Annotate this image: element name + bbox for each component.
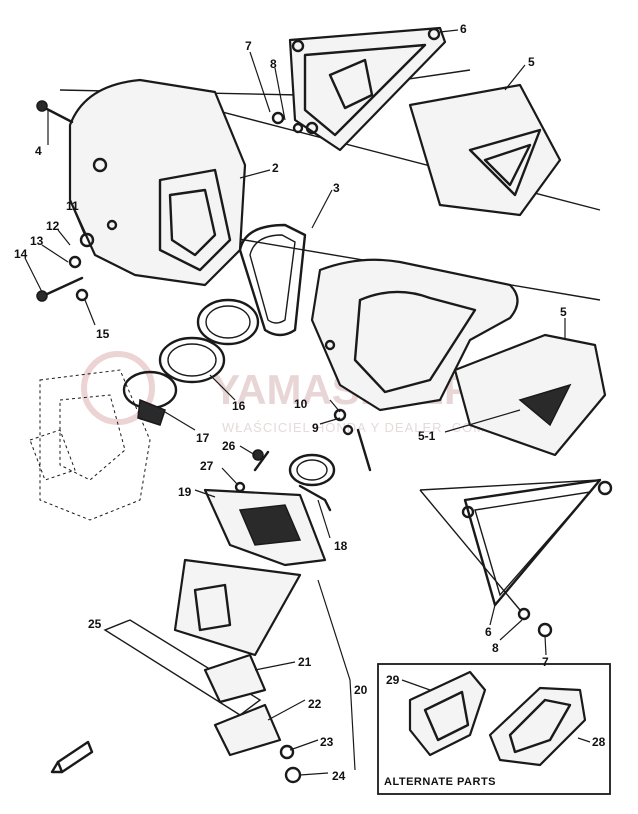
alternate-parts-frame [377, 663, 611, 795]
callout-16: 16 [232, 399, 246, 413]
callout-3: 3 [333, 181, 340, 195]
callout-20: 20 [354, 683, 368, 697]
reed-stopper-parts [203, 653, 282, 757]
callout-4: 4 [35, 144, 42, 158]
callout-2: 2 [272, 161, 279, 175]
front-arrow-icon [50, 740, 94, 774]
alternate-parts-title: ALTERNATE PARTS [384, 776, 496, 788]
clamp-part [288, 453, 336, 512]
joint-rings-parts [122, 298, 260, 426]
callout-25: 25 [88, 617, 102, 631]
callout-24: 24 [332, 769, 346, 783]
callout-15: 15 [96, 327, 110, 341]
filter-cover-top-part [288, 26, 447, 152]
callout-8-lower: 8 [492, 641, 499, 655]
watermark-subtitle: WŁAŚCICIEL HONDA Y DEALER .COM [222, 420, 485, 435]
filter-element-lower-part [453, 333, 607, 457]
reed-valve-part [203, 488, 327, 567]
reed-block-part [103, 558, 302, 716]
callout-23: 23 [320, 735, 334, 749]
callout-14: 14 [14, 247, 28, 261]
callout-17: 17 [196, 431, 210, 445]
leader-lines [24, 29, 591, 776]
filter-element-top-part [408, 83, 562, 217]
callout-22: 22 [308, 697, 322, 711]
callout-27: 27 [200, 459, 214, 473]
carburetor-sketch [29, 369, 151, 521]
callout-11: 11 [66, 199, 79, 213]
callout-9: 9 [312, 421, 319, 435]
callout-7-lower: 7 [542, 655, 549, 669]
watermark-logo-circle [81, 351, 155, 425]
callout-29: 29 [386, 673, 400, 687]
callout-26: 26 [222, 439, 236, 453]
callout-labels: 2 3 4 5 5 5-1 6 6 7 7 8 8 9 10 11 12 13 … [14, 22, 606, 783]
callout-6-top: 6 [460, 22, 467, 36]
callout-5-1: 5-1 [418, 429, 436, 443]
callout-5-lower: 5 [560, 305, 567, 319]
callout-12: 12 [46, 219, 60, 233]
callout-6-lower: 6 [485, 625, 492, 639]
hardware-parts [36, 100, 553, 784]
gasket-ring-part [238, 223, 307, 337]
callout-18: 18 [334, 539, 348, 553]
air-box-case-part [68, 78, 247, 287]
callout-19: 19 [178, 485, 192, 499]
callout-7-top: 7 [245, 39, 252, 53]
callout-10: 10 [294, 397, 308, 411]
callout-5-top: 5 [528, 55, 535, 69]
callout-13: 13 [30, 234, 44, 248]
callout-28: 28 [592, 735, 606, 749]
alternate-parts-box: ALTERNATE PARTS [377, 663, 611, 795]
filter-cover-lower-part [461, 478, 613, 607]
callout-8-top: 8 [270, 57, 277, 71]
air-duct-part [310, 258, 519, 412]
callout-21: 21 [298, 655, 312, 669]
